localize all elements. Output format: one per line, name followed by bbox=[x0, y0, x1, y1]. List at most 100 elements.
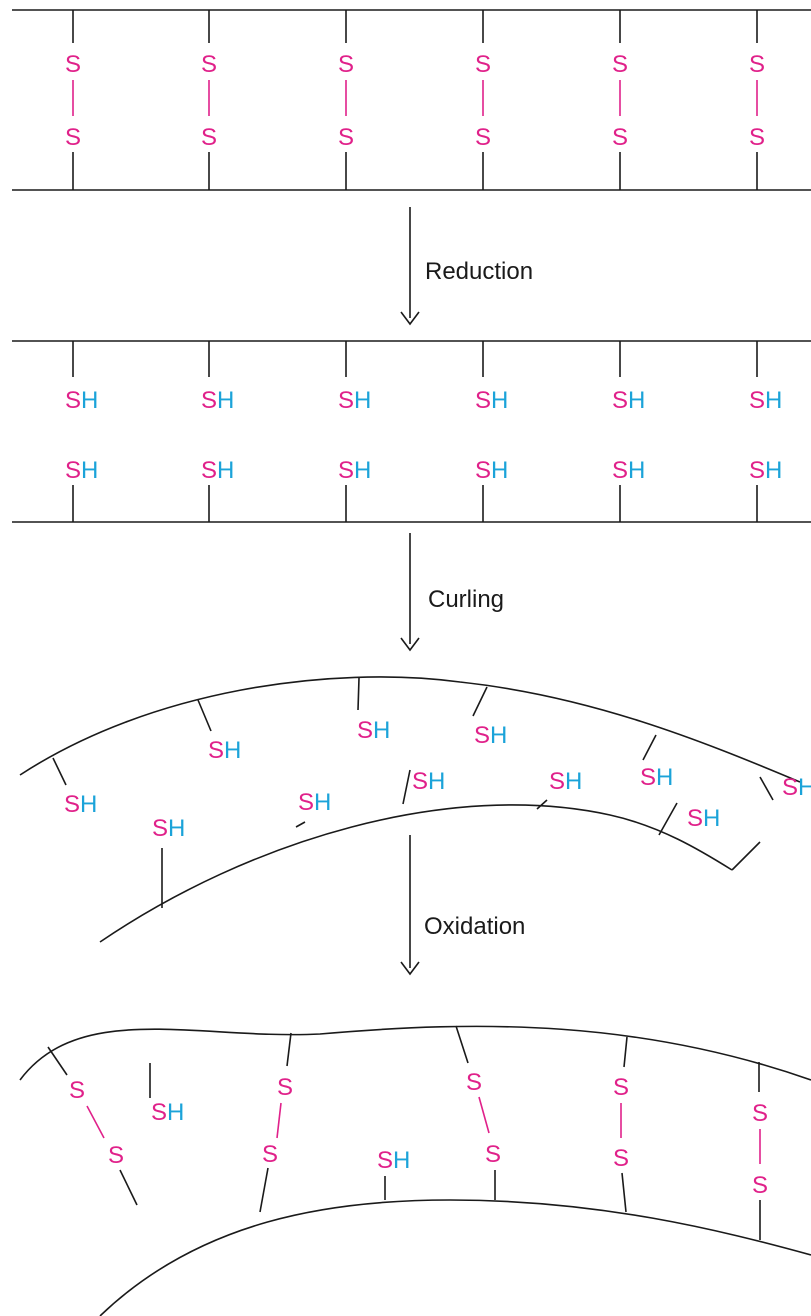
sulfur-atom: S bbox=[69, 1077, 85, 1104]
sulfur-atom: S bbox=[612, 387, 628, 414]
sulfhydryl-group: SH bbox=[208, 737, 241, 764]
sulfhydryl-group: SH bbox=[65, 457, 98, 484]
curling-label: Curling bbox=[428, 586, 504, 613]
sulfhydryl-group: SH bbox=[475, 457, 508, 484]
hydrogen-atom: H bbox=[167, 1099, 184, 1126]
side-chain-bond bbox=[472, 686, 488, 717]
sulfur-atom: S bbox=[640, 764, 656, 791]
side-chain-bond bbox=[731, 841, 761, 871]
reduction-arrow: Reduction bbox=[400, 207, 533, 326]
sulfhydryl-group: SH bbox=[474, 722, 507, 749]
sulfur-atom: S bbox=[475, 124, 491, 151]
sulfhydryl-group: SH bbox=[749, 387, 782, 414]
sulfur-atom: S bbox=[65, 457, 81, 484]
sulfur-atom: S bbox=[108, 1142, 124, 1169]
sulfhydryl-group: SH bbox=[338, 457, 371, 484]
sulfur-atom: S bbox=[338, 457, 354, 484]
sulfur-atom: S bbox=[208, 737, 224, 764]
sulfhydryl-group: SH bbox=[612, 387, 645, 414]
hydrogen-atom: H bbox=[491, 387, 508, 414]
sulfur-atom: S bbox=[201, 387, 217, 414]
side-chain-bond bbox=[357, 677, 360, 711]
sulfur-atom: S bbox=[475, 457, 491, 484]
sulfur-atom: S bbox=[612, 124, 628, 151]
sulfhydryl-group: SH bbox=[151, 1099, 184, 1126]
sulfhydryl-group: SH bbox=[65, 387, 98, 414]
hydrogen-atom: H bbox=[354, 457, 371, 484]
side-chain-bond bbox=[536, 799, 548, 810]
sulfur-atom: S bbox=[65, 51, 81, 78]
sulfur-atom: S bbox=[298, 789, 314, 816]
sulfur-atom: S bbox=[201, 51, 217, 78]
hydrogen-atom: H bbox=[798, 774, 811, 801]
inner-curled-strand bbox=[99, 804, 733, 943]
sulfhydryl-group: SH bbox=[298, 789, 331, 816]
oxidation-arrow-head bbox=[400, 961, 420, 976]
sulfur-atom: S bbox=[357, 717, 373, 744]
sulfhydryl-group: SH bbox=[377, 1147, 410, 1174]
sulfur-atom: S bbox=[338, 124, 354, 151]
hydrogen-atom: H bbox=[217, 457, 234, 484]
hydrogen-atom: H bbox=[628, 457, 645, 484]
inner-curled-strand bbox=[99, 1199, 811, 1316]
side-chain-bond bbox=[402, 769, 411, 805]
hydrogen-atom: H bbox=[491, 457, 508, 484]
sulfur-atom: S bbox=[338, 387, 354, 414]
sulfhydryl-group: SH bbox=[549, 768, 582, 795]
sulfur-atom: S bbox=[475, 51, 491, 78]
sulfhydryl-group: SH bbox=[687, 805, 720, 832]
sulfur-atom: S bbox=[782, 774, 798, 801]
hydrogen-atom: H bbox=[217, 387, 234, 414]
sulfur-atom: S bbox=[752, 1100, 768, 1127]
hydrogen-atom: H bbox=[765, 457, 782, 484]
sulfhydryl-group: SH bbox=[612, 457, 645, 484]
curling-arrow-head bbox=[400, 637, 420, 652]
hydrogen-atom: H bbox=[81, 387, 98, 414]
sulfur-atom: S bbox=[338, 51, 354, 78]
sulfur-atom: S bbox=[752, 1172, 768, 1199]
hydrogen-atom: H bbox=[224, 737, 241, 764]
sulfur-atom: S bbox=[485, 1141, 501, 1168]
disulfide-bond bbox=[276, 1102, 282, 1139]
sulfur-atom: S bbox=[201, 457, 217, 484]
sulfur-atom: S bbox=[151, 1099, 167, 1126]
sulfur-atom: S bbox=[65, 124, 81, 151]
side-chain-bond bbox=[119, 1169, 138, 1206]
hydrogen-atom: H bbox=[354, 387, 371, 414]
sulfur-atom: S bbox=[65, 387, 81, 414]
sulfhydryl-group: SH bbox=[412, 768, 445, 795]
sulfhydryl-group: SH bbox=[782, 774, 811, 801]
reduction-label: Reduction bbox=[425, 258, 533, 285]
hydrogen-atom: H bbox=[565, 768, 582, 795]
side-chain-bond bbox=[621, 1172, 627, 1213]
sulfur-atom: S bbox=[262, 1141, 278, 1168]
side-chain-bond bbox=[47, 1046, 68, 1076]
sulfur-atom: S bbox=[612, 51, 628, 78]
sulfur-atom: S bbox=[152, 815, 168, 842]
hydrogen-atom: H bbox=[168, 815, 185, 842]
sulfur-atom: S bbox=[749, 387, 765, 414]
hydrogen-atom: H bbox=[490, 722, 507, 749]
sulfur-atom: S bbox=[549, 768, 565, 795]
hydrogen-atom: H bbox=[765, 387, 782, 414]
sulfhydryl-group: SH bbox=[152, 815, 185, 842]
side-chain-bond bbox=[642, 734, 657, 761]
side-chain-bond bbox=[455, 1025, 469, 1064]
hydrogen-atom: H bbox=[703, 805, 720, 832]
hydrogen-atom: H bbox=[81, 457, 98, 484]
disulfide-bond bbox=[86, 1105, 105, 1139]
side-chain-bond bbox=[295, 821, 306, 828]
sulfur-atom: S bbox=[749, 51, 765, 78]
hydrogen-atom: H bbox=[393, 1147, 410, 1174]
oxidation-label: Oxidation bbox=[424, 913, 525, 940]
side-chain-bond bbox=[658, 802, 678, 836]
sulfur-atom: S bbox=[474, 722, 490, 749]
sulfur-atom: S bbox=[466, 1069, 482, 1096]
sulfur-atom: S bbox=[64, 791, 80, 818]
sulfhydryl-group: SH bbox=[475, 387, 508, 414]
hydrogen-atom: H bbox=[314, 789, 331, 816]
sulfur-atom: S bbox=[475, 387, 491, 414]
side-chain-bond bbox=[259, 1167, 269, 1213]
